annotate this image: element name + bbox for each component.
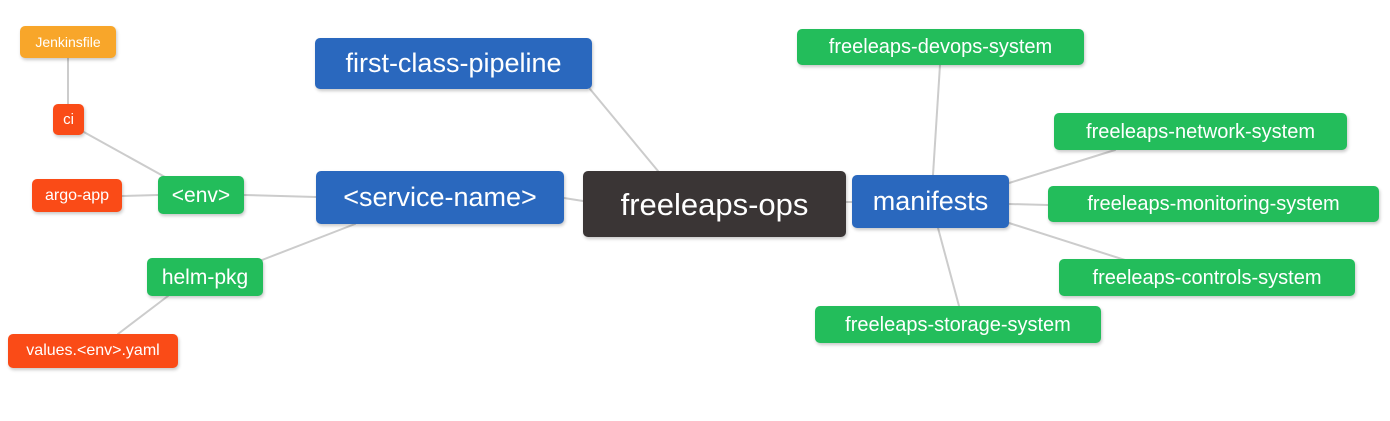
node-freeleaps-devops-system[interactable]: freeleaps-devops-system	[797, 29, 1084, 65]
node-env[interactable]: <env>	[158, 176, 244, 214]
node-jenkinsfile[interactable]: Jenkinsfile	[20, 26, 116, 58]
edge-values-helm-pkg	[117, 295, 169, 335]
node-freeleaps-monitoring-system[interactable]: freeleaps-monitoring-system	[1048, 186, 1379, 222]
edge-ci-env	[81, 130, 166, 178]
edge-manifests-network	[1008, 149, 1116, 184]
node-freeleaps-network-system[interactable]: freeleaps-network-system	[1054, 113, 1347, 150]
edge-helm-pkg-service-name	[261, 223, 356, 261]
edge-manifests-monitoring	[1008, 203, 1049, 206]
node-first-class-pipeline[interactable]: first-class-pipeline	[315, 38, 592, 89]
node-helm-pkg[interactable]: helm-pkg	[147, 258, 263, 296]
node-values-env-yaml[interactable]: values.<env>.yaml	[8, 334, 178, 368]
edge-pipeline-root	[589, 88, 659, 172]
edge-manifests-storage	[937, 227, 960, 307]
node-service-name[interactable]: <service-name>	[316, 171, 564, 224]
edge-manifests-devops	[932, 64, 941, 176]
node-freeleaps-storage-system[interactable]: freeleaps-storage-system	[815, 306, 1101, 343]
node-argo-app[interactable]: argo-app	[32, 179, 122, 212]
edge-service-name-root	[563, 197, 584, 202]
edge-env-service-name	[243, 194, 317, 198]
edge-argo-app-env	[121, 194, 159, 197]
node-ci[interactable]: ci	[53, 104, 84, 135]
node-freeleaps-ops-root[interactable]: freeleaps-ops	[583, 171, 846, 237]
node-freeleaps-controls-system[interactable]: freeleaps-controls-system	[1059, 259, 1355, 296]
node-manifests[interactable]: manifests	[852, 175, 1009, 228]
edge-manifests-controls	[1008, 222, 1126, 261]
